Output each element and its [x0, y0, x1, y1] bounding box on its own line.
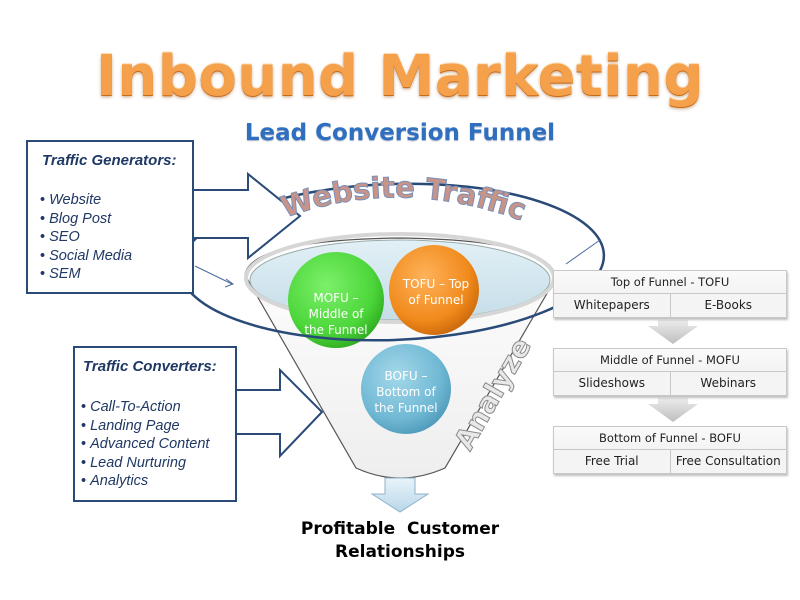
svg-text:Bottom of: Bottom of: [376, 385, 436, 399]
stage-tofu: Top of Funnel - TOFU Whitepapers E-Books: [553, 270, 787, 318]
down-arrow-icon: [370, 477, 430, 513]
outcome-line-2: Relationships: [335, 542, 465, 562]
stage-mofu: Middle of Funnel - MOFU Slideshows Webin…: [553, 348, 787, 396]
bofu-circle: [361, 344, 451, 434]
stage-item: Whitepapers: [573, 298, 650, 312]
stage-item: E-Books: [669, 294, 787, 317]
bofu-label-1: BOFU –: [385, 369, 428, 383]
svg-text:BOFU –: BOFU –: [385, 369, 428, 383]
tofu-label-1: TOFU – Top: [402, 277, 469, 291]
tofu-label-2: of Funnel: [408, 293, 463, 307]
stage-arrow-icon: [648, 320, 698, 344]
list-item: Call-To-Action: [81, 398, 209, 417]
mofu-label-2: Middle of: [308, 307, 364, 321]
list-item: Blog Post: [40, 210, 132, 229]
website-traffic-label: Website Traffic: [277, 170, 531, 227]
mofu-label-1: MOFU –: [313, 291, 358, 305]
bofu-label-2: Bottom of: [376, 385, 436, 399]
stage-item: Free Trial: [584, 454, 639, 468]
outcome-line-1: Profitable Customer: [300, 519, 500, 539]
svg-text:of Funnel: of Funnel: [408, 293, 463, 307]
svg-text:the Funnel: the Funnel: [374, 401, 437, 415]
list-item: Website: [40, 191, 132, 210]
traffic-converters-list: Call-To-Action Landing Page Advanced Con…: [81, 398, 209, 491]
stage-bofu: Bottom of Funnel - BOFU Free Trial Free …: [553, 426, 787, 474]
page-title: Inbound Marketing: [96, 44, 704, 109]
list-item: SEO: [40, 228, 132, 247]
analyze-label: Analyze: [447, 332, 537, 456]
list-item: Landing Page: [81, 417, 209, 436]
traffic-converters-heading: Traffic Converters:: [83, 358, 217, 375]
page-subtitle: Lead Conversion Funnel: [244, 120, 556, 146]
svg-text:MOFU –: MOFU –: [313, 291, 358, 305]
traffic-generators-heading: Traffic Generators:: [42, 152, 177, 169]
svg-text:TOFU – Top: TOFU – Top: [402, 277, 469, 291]
svg-text:Middle of: Middle of: [308, 307, 364, 321]
svg-text:the Funnel: the Funnel: [304, 323, 367, 337]
traffic-generators-list: Website Blog Post SEO Social Media SEM: [40, 191, 132, 284]
stage-item: Slideshows: [578, 376, 646, 390]
list-item: Analytics: [81, 472, 209, 491]
stage-heading: Bottom of Funnel - BOFU: [599, 431, 741, 445]
list-item: Advanced Content: [81, 435, 209, 454]
mofu-label-3: the Funnel: [304, 323, 367, 337]
svg-text:Analyze: Analyze: [447, 332, 537, 456]
list-item: Social Media: [40, 247, 132, 266]
list-item: SEM: [40, 265, 132, 284]
mofu-circle: [288, 252, 384, 348]
stage-heading: Middle of Funnel - MOFU: [600, 353, 740, 367]
svg-text:Website Traffic: Website Traffic: [277, 170, 531, 227]
traffic-converters-box: Traffic Converters: Call-To-Action Landi…: [73, 346, 237, 502]
bofu-label-3: the Funnel: [374, 401, 437, 415]
stage-heading: Top of Funnel - TOFU: [610, 275, 730, 289]
traffic-generators-box: Traffic Generators: Website Blog Post SE…: [26, 140, 194, 294]
list-item: Lead Nurturing: [81, 454, 209, 473]
stage-item: Webinars: [669, 372, 787, 395]
generator-arrow-icon: [191, 164, 302, 261]
stage-item: Free Consultation: [669, 450, 787, 473]
converter-arrow-icon: [234, 364, 324, 459]
outcome-label: Profitable Customer Relationships: [250, 518, 550, 564]
stage-arrow-icon: [648, 398, 698, 422]
tofu-circle: [389, 245, 479, 335]
